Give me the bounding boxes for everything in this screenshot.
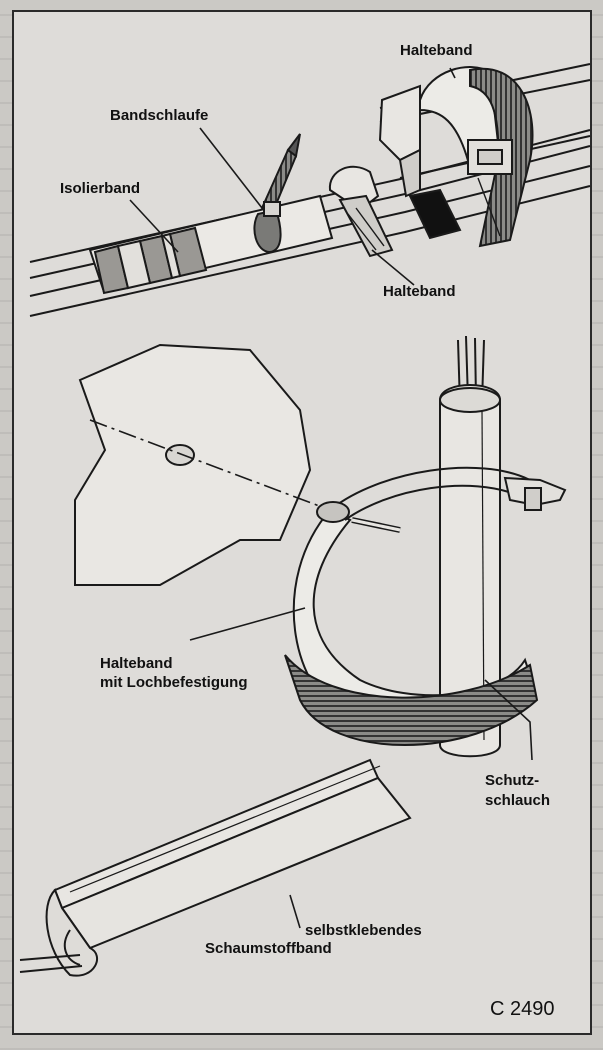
label-isolierband: Isolierband	[60, 180, 140, 197]
figure-number: C 2490	[490, 998, 555, 1020]
loop-halteband	[284, 466, 567, 746]
label-selbstklebendes: selbstklebendes	[305, 922, 422, 939]
label-schutzschlauch-2: schlauch	[485, 792, 550, 809]
halteband-with-bracket	[378, 66, 534, 248]
small-halteband-clip	[328, 165, 394, 258]
label-bandschlaufe: Bandschlaufe	[110, 107, 208, 124]
foam-tape-strip	[19, 758, 412, 977]
label-halteband-lochbefestigung-2: mit Lochbefestigung	[100, 674, 248, 691]
bandschlaufe-tie	[253, 133, 301, 254]
protective-sleeve	[439, 335, 501, 758]
leader-lines	[129, 67, 533, 929]
label-halteband-lochbefestigung-1: Halteband	[100, 655, 173, 672]
label-schutzschlauch-1: Schutz-	[485, 772, 539, 789]
isolierband-wrap	[93, 226, 208, 295]
mounting-panel	[74, 343, 331, 586]
label-halteband-middle: Halteband	[383, 283, 456, 300]
label-halteband-top: Halteband	[400, 42, 473, 59]
label-schaumstoffband: Schaumstoffband	[205, 940, 332, 957]
